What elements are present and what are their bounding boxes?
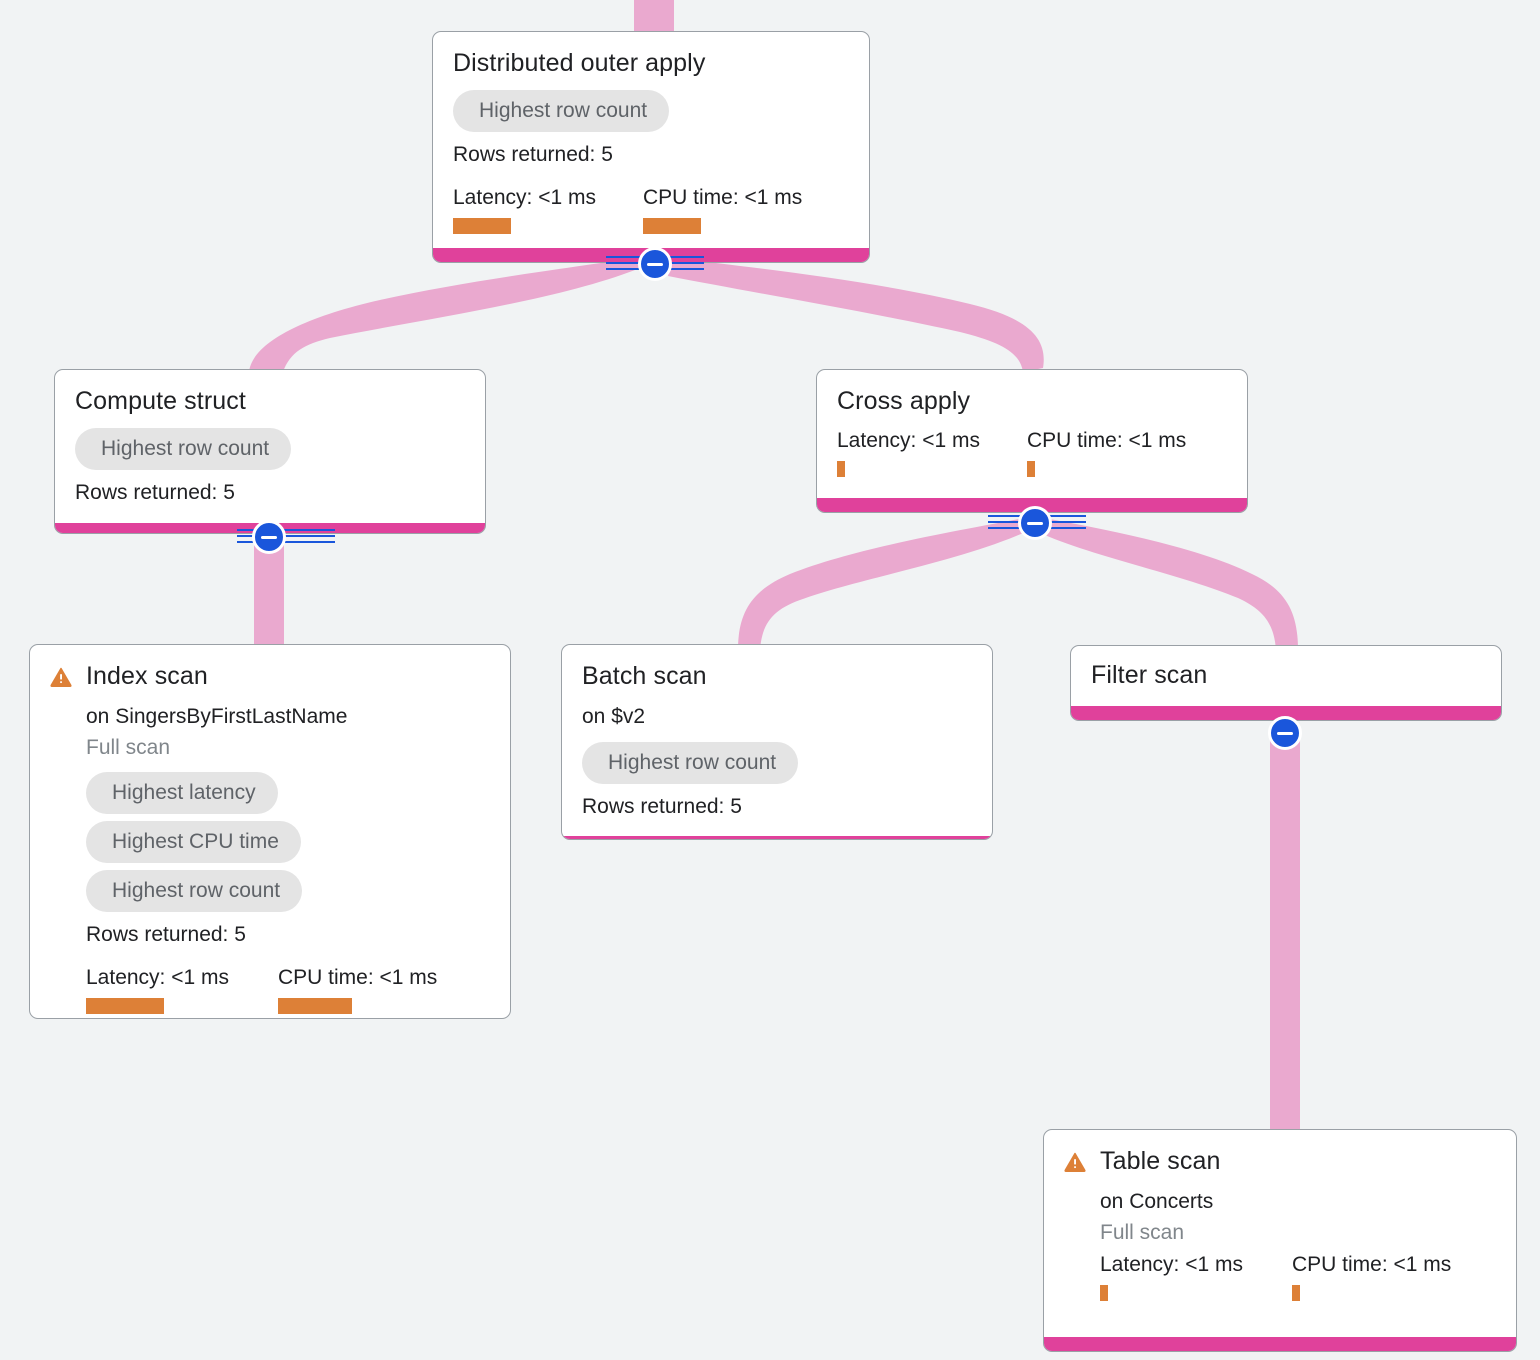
edge-filter-scan-to-table-scan [1270, 726, 1300, 1138]
node-accent-bar [1044, 1337, 1516, 1351]
node-accent-bar [1071, 706, 1501, 720]
edge-root-to-cross-apply [668, 258, 1044, 372]
node-body: Index scan on SingersByFirstLastName Ful… [30, 645, 510, 1018]
metric-cpu-time: CPU time: <1 ms [643, 185, 802, 234]
metric-cpu-time-bar [643, 217, 701, 234]
rows-returned: Rows returned: 5 [86, 923, 246, 947]
badge-highest-row-count: Highest row count [86, 870, 303, 913]
node-body: Batch scan on $v2 Highest row count Rows… [562, 645, 992, 836]
node-body: Distributed outer apply Highest row coun… [433, 32, 869, 248]
node-accent-bar [562, 836, 992, 839]
node-body: Compute struct Highest row count Rows re… [55, 370, 485, 523]
node-title: Index scan [86, 662, 208, 690]
badge-highest-row-count: Highest row count [75, 428, 292, 471]
node-metrics: Latency: <1 ms CPU time: <1 ms [86, 965, 510, 1014]
plan-node-compute-struct[interactable]: Compute struct Highest row count Rows re… [54, 369, 486, 534]
plan-node-batch-scan[interactable]: Batch scan on $v2 Highest row count Rows… [561, 644, 993, 840]
metric-cpu-time-label: CPU time: <1 ms [643, 185, 803, 209]
node-title: Filter scan [1091, 661, 1208, 689]
collapse-toggle-compute-struct[interactable] [252, 520, 286, 554]
collapse-toggle-distributed-outer-apply[interactable] [638, 247, 672, 281]
metric-latency: Latency: <1 ms [837, 428, 1027, 478]
metric-latency: Latency: <1 ms [453, 185, 643, 234]
node-title-row: Filter scan [1091, 660, 1207, 691]
node-title-row: Index scan [50, 661, 208, 692]
node-title: Batch scan [582, 662, 707, 690]
metric-latency: Latency: <1 ms [1100, 1252, 1292, 1302]
metric-latency-bar [1100, 1285, 1108, 1302]
node-metrics: Latency: <1 ms CPU time: <1 ms [453, 185, 849, 234]
metric-cpu-time: CPU time: <1 ms [1292, 1252, 1452, 1302]
metric-latency-bar [453, 217, 511, 234]
rows-returned: Rows returned: 5 [582, 794, 742, 818]
node-title-row: Cross apply [837, 386, 970, 417]
node-metrics: Latency: <1 ms CPU time: <1 ms [1100, 1252, 1516, 1302]
collapse-toggle-filter-scan[interactable] [1268, 716, 1302, 750]
node-title-row: Batch scan [582, 661, 707, 692]
metric-latency-bar [86, 997, 164, 1014]
metric-cpu-time: CPU time: <1 ms [1027, 428, 1187, 478]
metric-cpu-time-label: CPU time: <1 ms [278, 965, 438, 989]
warning-triangle-icon [50, 667, 72, 687]
metric-cpu-time-label: CPU time: <1 ms [1292, 1253, 1452, 1277]
badge-highest-cpu-time: Highest CPU time [86, 821, 301, 864]
node-badges: Highest latency Highest CPU time Highest… [86, 772, 303, 913]
edge-cross-apply-to-filter-scan [1038, 518, 1298, 650]
rows-returned: Rows returned: 5 [453, 143, 613, 167]
metric-latency-bar [837, 461, 845, 478]
collapse-toggle-cross-apply[interactable] [1018, 506, 1052, 540]
node-scan-note: Full scan [86, 735, 171, 759]
badge-highest-row-count: Highest row count [453, 90, 670, 133]
plan-node-distributed-outer-apply[interactable]: Distributed outer apply Highest row coun… [432, 31, 870, 263]
node-scan-note: Full scan [1100, 1220, 1185, 1244]
node-metrics: Latency: <1 ms CPU time: <1 ms [837, 428, 1227, 478]
node-body: Filter scan [1071, 646, 1501, 706]
node-title: Cross apply [837, 387, 971, 415]
warning-triangle-icon [1064, 1152, 1086, 1172]
node-title: Compute struct [75, 387, 246, 415]
metric-cpu-time: CPU time: <1 ms [278, 965, 437, 1014]
plan-node-cross-apply[interactable]: Cross apply Latency: <1 ms CPU time: <1 … [816, 369, 1248, 513]
node-badges: Highest row count [453, 90, 670, 133]
metric-cpu-time-bar [278, 997, 352, 1014]
metric-latency-label: Latency: <1 ms [1100, 1253, 1243, 1277]
node-badges: Highest row count [582, 741, 799, 784]
plan-node-index-scan[interactable]: Index scan on SingersByFirstLastName Ful… [29, 644, 511, 1019]
node-subtitle: on Concerts [1100, 1190, 1214, 1214]
plan-node-table-scan[interactable]: Table scan on Concerts Full scan Latency… [1043, 1129, 1517, 1352]
metric-latency-label: Latency: <1 ms [453, 185, 596, 209]
metric-latency-label: Latency: <1 ms [86, 965, 229, 989]
edge-cross-apply-to-batch-scan [738, 518, 1030, 650]
node-badges: Highest row count [75, 428, 292, 471]
metric-latency-label: Latency: <1 ms [837, 429, 980, 453]
node-body: Table scan on Concerts Full scan Latency… [1044, 1130, 1516, 1337]
metric-cpu-time-bar [1292, 1285, 1300, 1302]
badge-highest-row-count: Highest row count [582, 741, 799, 784]
node-title: Distributed outer apply [453, 49, 706, 77]
metric-cpu-time-bar [1027, 461, 1035, 478]
node-subtitle: on $v2 [582, 705, 646, 729]
metric-cpu-time-label: CPU time: <1 ms [1027, 429, 1187, 453]
node-title: Table scan [1100, 1147, 1221, 1175]
node-accent-bar [817, 498, 1247, 512]
node-title-row: Table scan [1064, 1146, 1221, 1177]
badge-highest-latency: Highest latency [86, 772, 278, 815]
plan-node-filter-scan[interactable]: Filter scan [1070, 645, 1502, 721]
node-subtitle: on SingersByFirstLastName [86, 705, 348, 729]
node-body: Cross apply Latency: <1 ms CPU time: <1 … [817, 370, 1247, 498]
metric-latency: Latency: <1 ms [86, 965, 278, 1014]
rows-returned: Rows returned: 5 [75, 481, 235, 505]
node-title-row: Compute struct [75, 386, 246, 417]
node-title-row: Distributed outer apply [453, 48, 705, 79]
